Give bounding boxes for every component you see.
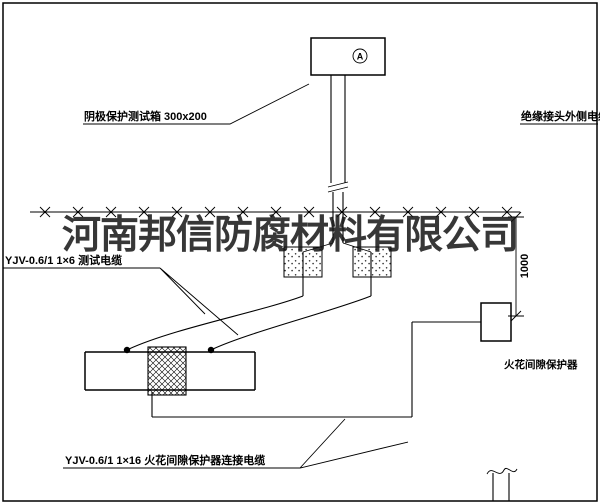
protector-label: 火花间隙保护器: [504, 358, 578, 371]
annotation-test-box: 阴极保护测试箱 300x200: [83, 83, 310, 125]
ammeter-symbol: A: [357, 52, 364, 62]
concrete-block-right: [352, 246, 392, 278]
spark-gap-protector: [480, 302, 512, 342]
block-cables: [302, 252, 372, 296]
annotation-test-cable: YJV-0.6/1 1×6 测试电缆: [3, 253, 239, 336]
protector-circuit: [151, 302, 512, 418]
riser-symbol: [486, 467, 518, 501]
dimension-value: 1000: [519, 254, 531, 278]
anchor-blocks: [283, 246, 392, 296]
ground-hatch-marks: [39, 206, 513, 218]
leader-test-box: [83, 83, 310, 125]
test-box: A: [310, 37, 386, 76]
break-squiggle: [486, 467, 518, 475]
ammeter-circle: [352, 48, 368, 64]
test-cable-label: YJV-0.6/1 1×6 测试电缆: [5, 253, 122, 267]
right-cable-label: 绝缘接头外侧电缆: [521, 109, 600, 123]
ground-line: [30, 206, 520, 218]
dimension-1000: 1000: [508, 211, 531, 322]
pipeline: [84, 346, 256, 396]
pipe-break-mark: [327, 181, 349, 193]
company-watermark: 河南邦信防腐材料有限公司: [62, 214, 518, 257]
annotation-right-cable: 绝缘接头外侧电缆: [520, 109, 600, 125]
protector-cable: [151, 321, 481, 418]
insulating-joint: [147, 346, 187, 396]
leader-test-cable: [3, 267, 239, 336]
test-box-label: 阴极保护测试箱 300x200: [84, 109, 207, 123]
connect-cable-label: YJV-0.6/1 1×16 火花间隙保护器连接电缆: [65, 453, 265, 467]
annotation-connect-cable: YJV-0.6/1 1×16 火花间隙保护器连接电缆: [63, 418, 409, 469]
leader-connect-cable: [63, 418, 409, 469]
test-cables: [123, 295, 372, 354]
